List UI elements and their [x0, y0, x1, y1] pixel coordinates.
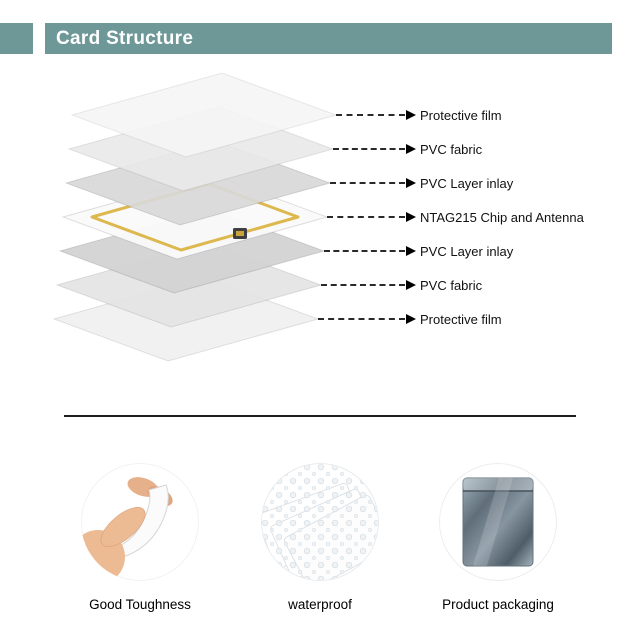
- callout-dashed-line: [324, 250, 405, 252]
- toughness-illustration: [81, 463, 199, 581]
- waterproof-photo: [261, 463, 379, 581]
- packaging-illustration: [439, 463, 557, 581]
- callout-dashed-line: [333, 148, 405, 150]
- callout-dashed-line: [330, 182, 405, 184]
- feature-waterproof: waterproof: [240, 463, 400, 612]
- feature-packaging: Product packaging: [418, 463, 578, 612]
- layer-callout: PVC Layer inlay: [330, 174, 513, 192]
- waterproof-illustration: [261, 463, 379, 581]
- feature-label-toughness: Good Toughness: [89, 597, 191, 612]
- layer-label: PVC fabric: [420, 141, 483, 157]
- arrowhead-icon: [406, 144, 416, 154]
- arrowhead-icon: [406, 314, 416, 324]
- arrowhead-icon: [406, 212, 416, 222]
- layer-label: NTAG215 Chip and Antenna: [420, 209, 584, 225]
- nfc-chip: [233, 228, 247, 239]
- arrowhead-icon: [406, 280, 416, 290]
- section-divider: [64, 415, 576, 417]
- arrowhead-icon: [406, 246, 416, 256]
- feature-label-packaging: Product packaging: [442, 597, 554, 612]
- layer-label: PVC Layer inlay: [420, 175, 514, 191]
- arrowhead-icon: [406, 110, 416, 120]
- layer-label: PVC fabric: [420, 277, 483, 293]
- cards-with-droplets: [262, 464, 378, 580]
- layer-callout: Protective film: [318, 310, 502, 328]
- arrowhead-icon: [406, 178, 416, 188]
- layer-callout: Protective film: [336, 106, 502, 124]
- layer-callout: PVC fabric: [333, 140, 482, 158]
- bent-card: [106, 484, 169, 561]
- layer-label: PVC Layer inlay: [420, 243, 514, 259]
- callout-dashed-line: [336, 114, 405, 116]
- feature-label-waterproof: waterproof: [288, 597, 352, 612]
- feature-toughness: Good Toughness: [60, 463, 220, 612]
- toughness-photo: [81, 463, 199, 581]
- layer-callout: PVC Layer inlay: [324, 242, 513, 260]
- callout-dashed-line: [321, 284, 405, 286]
- header-accent-block: [0, 23, 33, 54]
- layer-label: Protective film: [420, 107, 502, 123]
- callout-dashed-line: [318, 318, 405, 320]
- callout-dashed-line: [327, 216, 405, 218]
- layer-callout: NTAG215 Chip and Antenna: [327, 208, 584, 226]
- page-title: Card Structure: [56, 27, 194, 49]
- header-bar: Card Structure: [45, 23, 612, 54]
- layer-label: Protective film: [420, 311, 502, 327]
- anti-static-bag: [462, 477, 534, 567]
- layer-callout: PVC fabric: [321, 276, 482, 294]
- packaging-photo: [439, 463, 557, 581]
